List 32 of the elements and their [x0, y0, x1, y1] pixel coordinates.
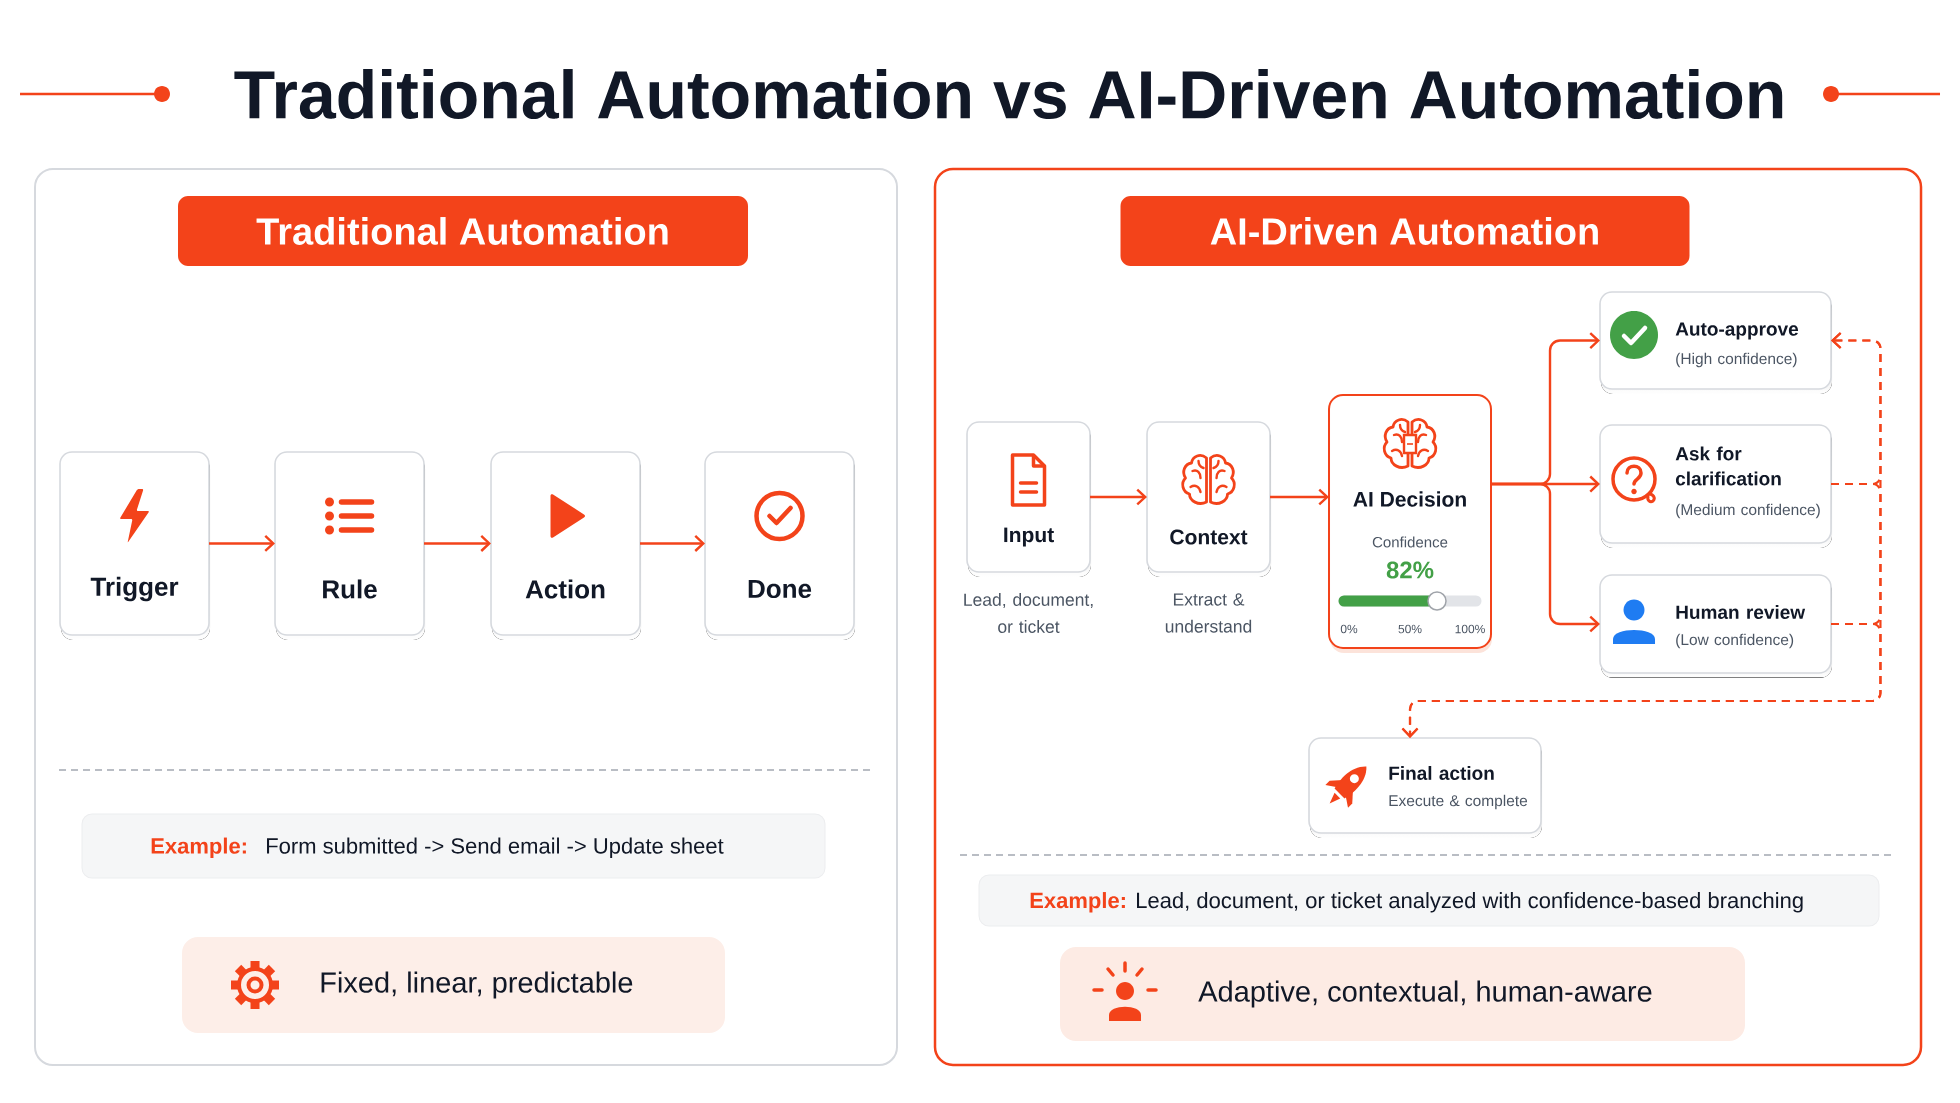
example-bar: Example: Form submitted -> Send email -> Update sheet: [81, 813, 826, 879]
example-bar: Example: Lead, document, or ticket analyzed with confidence-based branching: [978, 874, 1880, 927]
step-box: Trigger: [59, 451, 210, 640]
heading-banner: Traditional Automation: [178, 196, 748, 266]
arrow: [209, 535, 275, 552]
arrow: [640, 535, 705, 552]
option-box: Auto-approve (High confidence): [1599, 291, 1832, 394]
arrow: [1090, 488, 1147, 506]
step-description: Lead, document, or ticket: [964, 593, 1093, 633]
scale-label: 50%: [1398, 624, 1422, 634]
step-box: Done: [704, 451, 855, 640]
confidence-label: Confidence: [1372, 536, 1448, 548]
arrow: [1270, 488, 1329, 506]
step-box: Input: [966, 421, 1091, 577]
step-box: Action: [490, 451, 641, 640]
step-box: Context: [1146, 421, 1271, 577]
step-description: Extract & understand: [1165, 593, 1252, 633]
option-box: Ask for clarification (Medium confidence): [1599, 424, 1832, 548]
step-box: Rule: [274, 451, 425, 640]
scale-label: 0%: [1340, 624, 1358, 634]
title: Traditional Automation vs AI-Driven Automation: [234, 69, 1783, 119]
heading-banner: AI-Driven Automation: [1120, 196, 1690, 266]
percentage: 82%: [1386, 561, 1434, 579]
action-box: Final action Execute & complete: [1308, 737, 1542, 838]
arrow: [1491, 482, 1600, 633]
arrow: [424, 535, 491, 552]
option-box: Human review (Low confidence): [1599, 574, 1832, 678]
summary-pill: Adaptive, contextual, human-aware: [1060, 947, 1745, 1041]
summary-pill: Fixed, linear, predictable: [182, 937, 725, 1033]
scale-label: 100%: [1455, 624, 1485, 634]
dashed-arrow: [1831, 332, 1882, 626]
dashed-arrow: [1401, 622, 1882, 738]
